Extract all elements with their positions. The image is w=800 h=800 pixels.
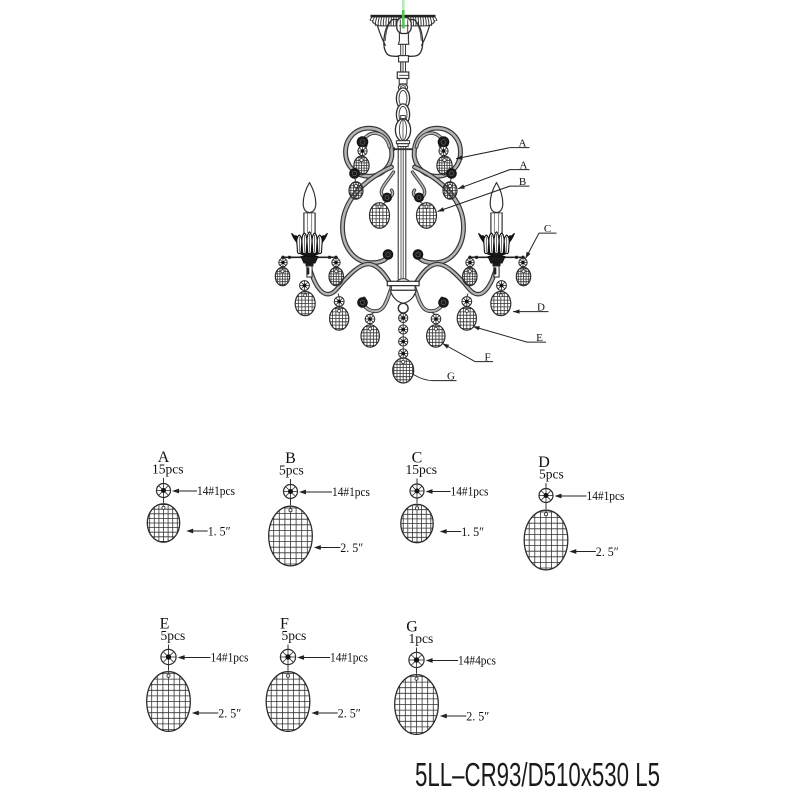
svg-text:2. 5″: 2. 5″ [218, 705, 241, 720]
svg-text:D: D [537, 301, 545, 313]
svg-text:5pcs: 5pcs [282, 628, 307, 643]
svg-text:5pcs: 5pcs [539, 467, 564, 482]
svg-text:1. 5″: 1. 5″ [208, 523, 231, 538]
svg-text:5pcs: 5pcs [279, 463, 304, 478]
svg-text:E: E [536, 332, 543, 344]
svg-text:5LL–CR93/D510x530 L5: 5LL–CR93/D510x530 L5 [415, 756, 660, 793]
svg-text:G: G [406, 619, 418, 636]
svg-text:A: A [158, 449, 170, 466]
svg-text:15pcs: 15pcs [152, 462, 184, 477]
svg-text:2. 5″: 2. 5″ [338, 705, 361, 720]
svg-text:14#1pcs: 14#1pcs [197, 483, 235, 498]
svg-text:14#1pcs: 14#1pcs [587, 488, 625, 503]
svg-text:D: D [538, 454, 550, 471]
svg-text:1pcs: 1pcs [409, 631, 434, 646]
svg-text:A: A [519, 137, 527, 149]
svg-text:14#1pcs: 14#1pcs [451, 484, 489, 499]
svg-text:B: B [519, 176, 526, 188]
svg-text:E: E [160, 616, 170, 633]
svg-text:2. 5″: 2. 5″ [340, 540, 363, 555]
svg-text:C: C [544, 223, 551, 235]
svg-text:C: C [412, 450, 423, 467]
svg-text:14#1pcs: 14#1pcs [332, 484, 370, 499]
svg-text:15pcs: 15pcs [406, 462, 438, 477]
svg-text:A: A [520, 159, 528, 171]
svg-text:F: F [484, 351, 490, 363]
svg-text:G: G [447, 370, 455, 382]
svg-text:14#1pcs: 14#1pcs [330, 650, 368, 665]
svg-text:2. 5″: 2. 5″ [466, 708, 489, 723]
svg-text:F: F [280, 616, 289, 633]
svg-text:B: B [285, 450, 296, 467]
svg-text:1. 5″: 1. 5″ [461, 524, 484, 539]
svg-text:5pcs: 5pcs [161, 628, 186, 643]
svg-text:2. 5″: 2. 5″ [596, 544, 619, 559]
svg-text:14#4pcs: 14#4pcs [458, 653, 496, 668]
svg-text:14#1pcs: 14#1pcs [211, 650, 249, 665]
